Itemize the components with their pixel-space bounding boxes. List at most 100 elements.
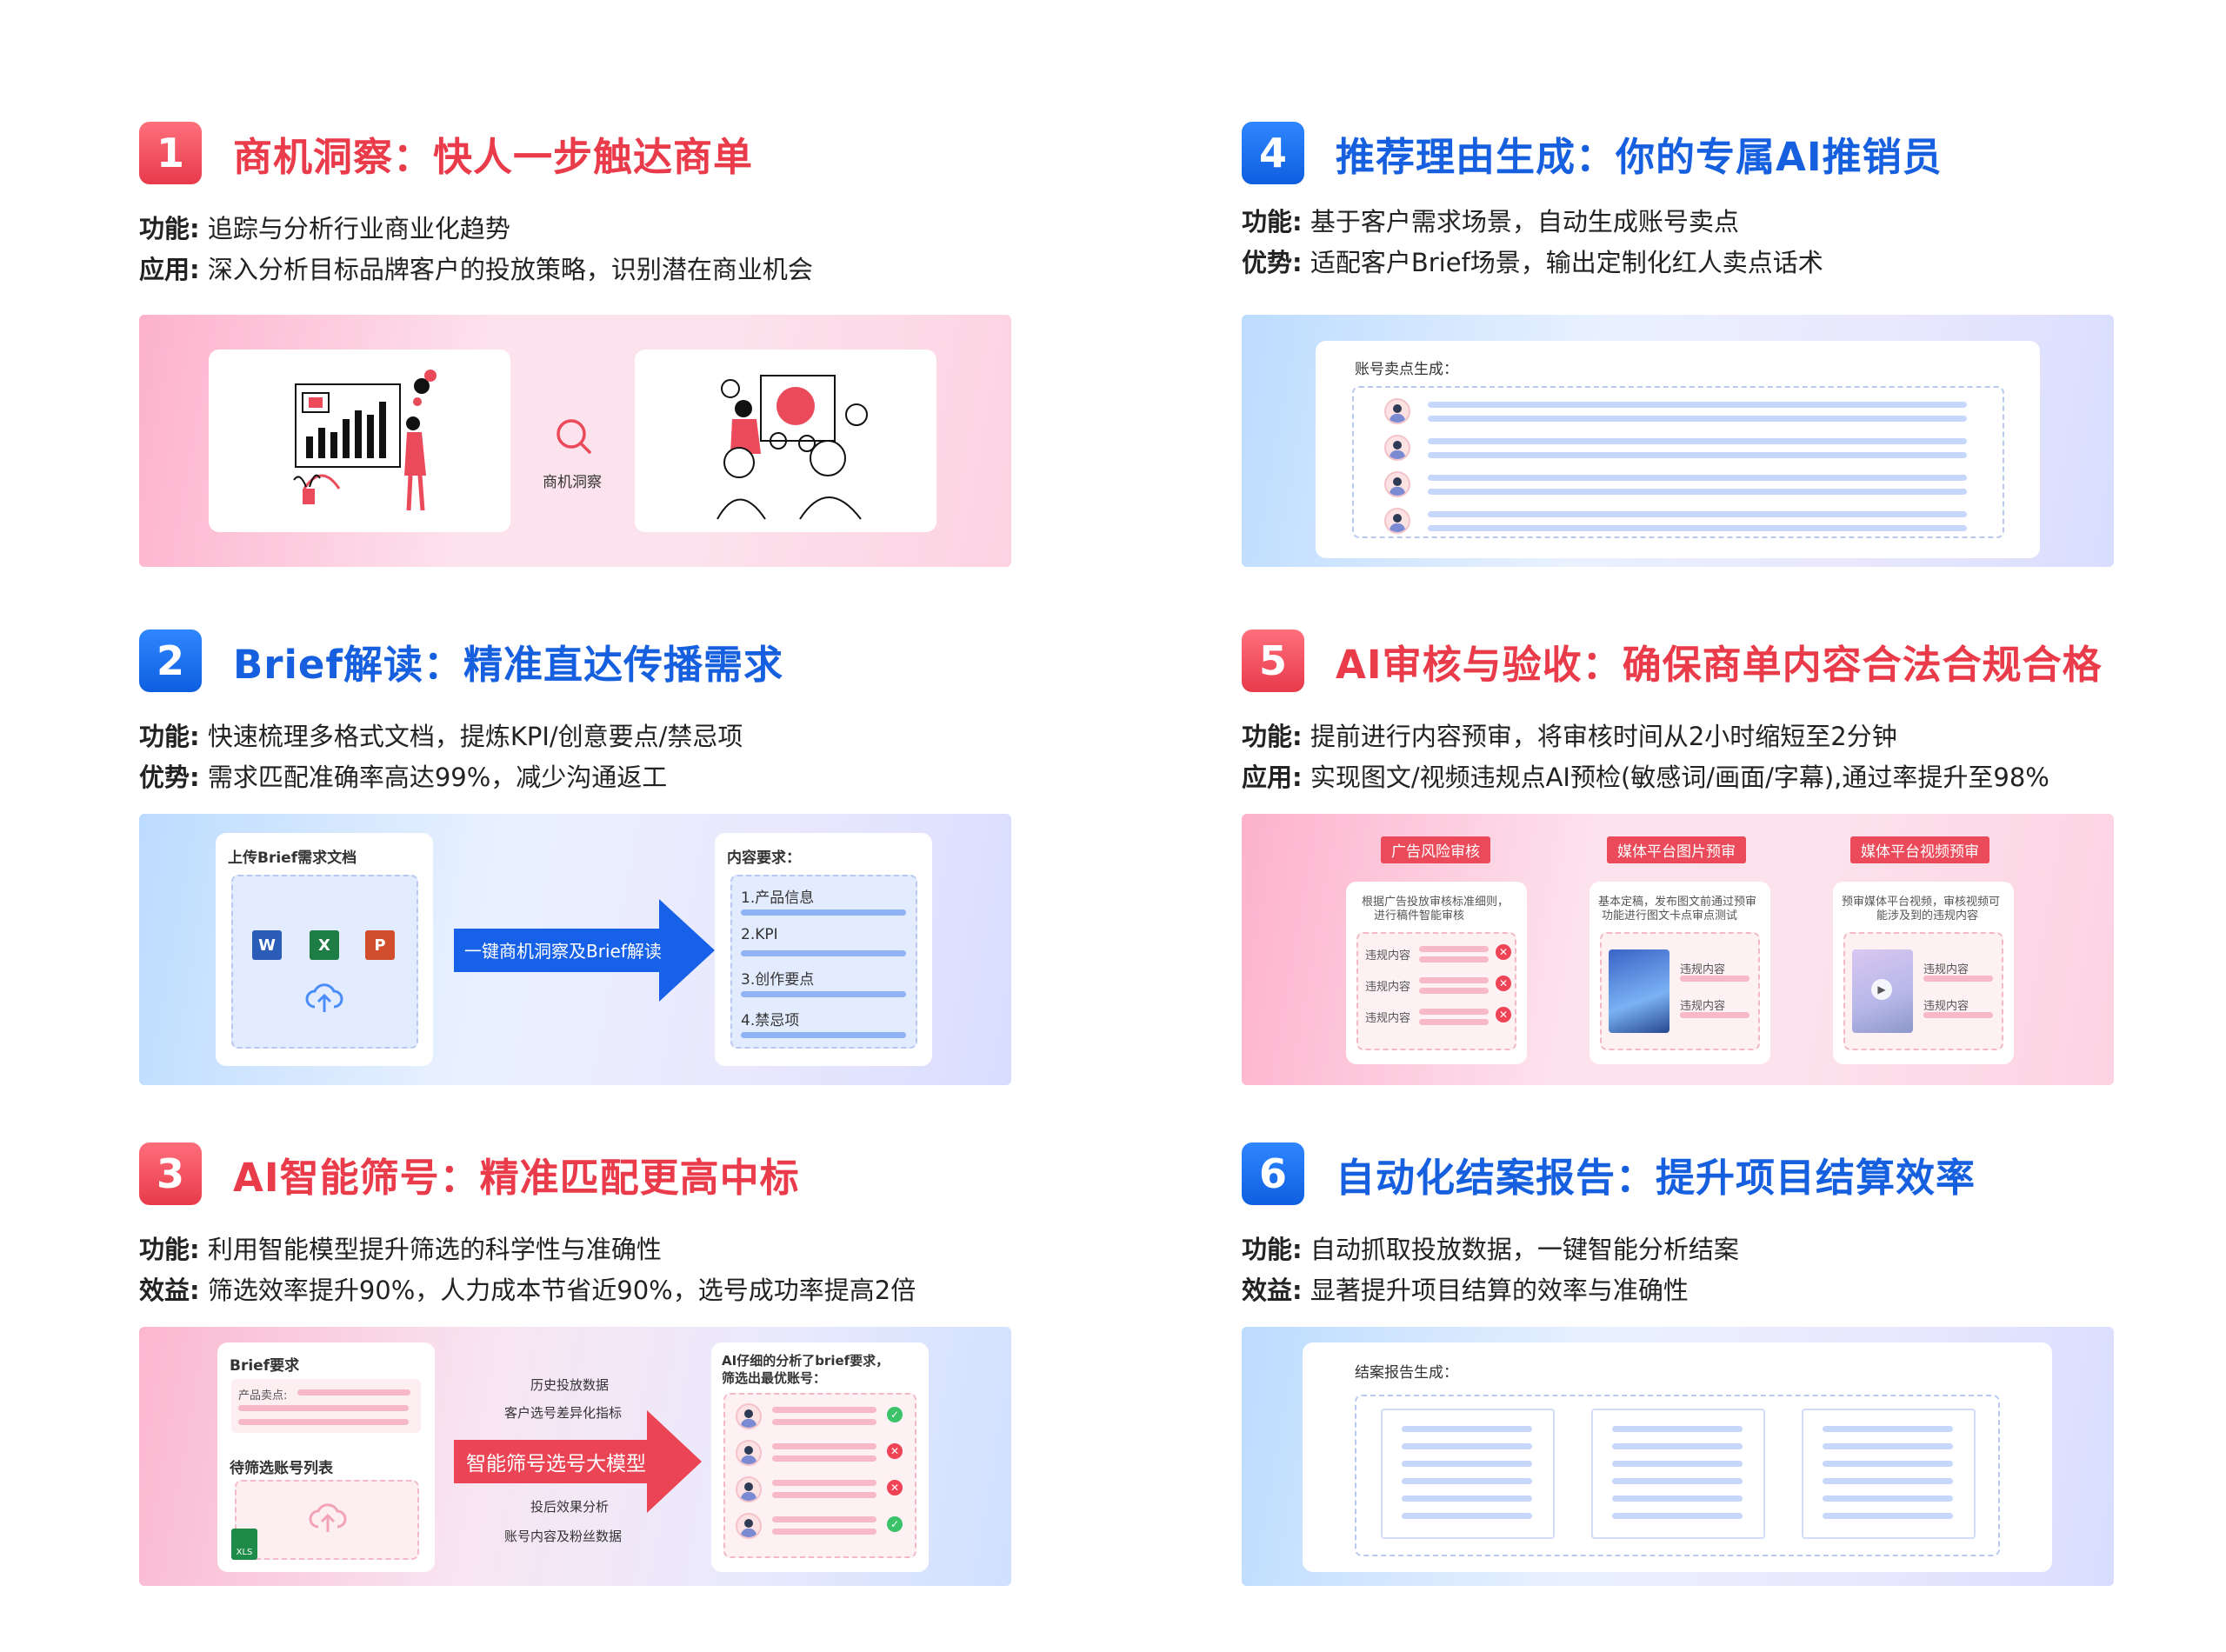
- placeholder-bar: [1923, 1012, 1993, 1018]
- play-icon[interactable]: ▶: [1871, 979, 1892, 1000]
- section-ai-review: 5 AI审核与验收：确保商单内容合法合规合格 功能: 提前进行内容预审，将审核时…: [1242, 629, 2116, 1085]
- feature-value: 提前进行内容预审，将审核时间从2小时缩短至2分钟: [1302, 722, 1897, 751]
- requirements-title: 内容要求：: [727, 849, 801, 867]
- reject-icon: ✕: [1496, 976, 1511, 991]
- cloud-upload-icon[interactable]: [304, 981, 344, 1019]
- account-avatar: [1384, 398, 1410, 424]
- account-avatar: [736, 1476, 762, 1502]
- feature-key: 功能:: [1242, 722, 1303, 751]
- placeholder-bar: [1612, 1495, 1743, 1502]
- advantage-key: 优势:: [139, 763, 200, 792]
- placeholder-bar: [772, 1443, 876, 1449]
- placeholder-bar: [238, 1419, 409, 1425]
- placeholder-bar: [772, 1492, 876, 1498]
- requirements-card: 内容要求： 1.产品信息 2.KPI 3.创作要点 4.禁忌项: [715, 833, 932, 1066]
- placeholder-bar: [772, 1480, 876, 1486]
- advantage-value: 适配客户Brief场景，输出定制化红人卖点话术: [1302, 248, 1823, 277]
- result-list: ✓ ✕ ✕ ✓: [723, 1393, 916, 1558]
- selling-point-card: 账号卖点生成：: [1316, 341, 2040, 558]
- brief-title: Brief要求: [230, 1357, 300, 1375]
- card-desc: 进行稿件智能审核: [1374, 909, 1465, 923]
- arrow-label: 一键商机洞察及Brief解读: [464, 941, 662, 962]
- placeholder-bar: [1680, 1012, 1749, 1018]
- review-tag: 媒体平台图片预审: [1607, 836, 1746, 863]
- application-value: 实现图文/视频违规点AI预检(敏感词/画面/字幕),通过率提升至98%: [1302, 763, 2049, 792]
- section-title: AI审核与验收：确保商单内容合法合规合格: [1336, 641, 2103, 688]
- approve-icon: ✓: [887, 1407, 903, 1422]
- report-page: [1381, 1409, 1555, 1539]
- requirements-list: 1.产品信息 2.KPI 3.创作要点 4.禁忌项: [730, 875, 917, 1049]
- placeholder-bar: [772, 1419, 876, 1425]
- ppt-file-icon: P: [365, 930, 395, 960]
- placeholder-bar: [238, 1405, 409, 1411]
- image-violation-box: 违规内容 违规内容: [1600, 932, 1760, 1050]
- reject-icon: ✕: [887, 1480, 903, 1495]
- feature-key: 功能:: [139, 722, 200, 751]
- placeholder-bar: [297, 1389, 410, 1396]
- card-desc: 能涉及到的违规内容: [1876, 909, 1979, 923]
- sample-image: [1609, 949, 1670, 1033]
- section-heading: 5 AI审核与验收：确保商单内容合法合规合格: [1242, 629, 2116, 692]
- placeholder-bar: [1823, 1495, 1953, 1502]
- feature-key: 功能:: [1242, 207, 1303, 236]
- feature-value: 自动抓取投放数据，一键智能分析结案: [1302, 1235, 1739, 1264]
- requirement-item: 4.禁忌项: [741, 1012, 800, 1029]
- placeholder-bar: [1428, 525, 1967, 531]
- placeholder-bar: [1680, 976, 1749, 982]
- screening-panel: Brief要求 产品卖点: 待筛选账号列表 XLS 历史投放数据 客户选号差异化…: [139, 1327, 1011, 1586]
- advantage-value: 需求匹配准确率高达99%，减少沟通返工: [199, 763, 668, 792]
- application-key: 应用:: [139, 255, 200, 284]
- word-file-icon: W: [252, 930, 282, 960]
- application-key: 应用:: [1242, 763, 1303, 792]
- benefit-value: 筛选效率提升90%，人力成本节省近90%，选号成功率提高2倍: [199, 1276, 916, 1305]
- account-list-box: [1352, 386, 2004, 538]
- team-discussion-illustration: [716, 375, 868, 520]
- advantage-line: 优势: 适配客户Brief场景，输出定制化红人卖点话术: [1242, 243, 2116, 283]
- review-tag: 广告风险审核: [1381, 836, 1490, 863]
- placeholder-bar: [1923, 976, 1993, 982]
- placeholder-bar: [772, 1455, 876, 1462]
- account-avatar: [1384, 471, 1410, 497]
- reject-icon: ✕: [1496, 1007, 1511, 1023]
- input-label: 账号内容及粉丝数据: [504, 1529, 623, 1544]
- placeholder-bar: [1419, 956, 1489, 963]
- chart-illustration-card: [209, 350, 510, 532]
- reject-icon: ✕: [1496, 944, 1511, 960]
- feature-key: 功能:: [1242, 1235, 1303, 1264]
- section-title: Brief解读：精准直达传播需求: [233, 641, 784, 688]
- feature-line: 功能: 基于客户需求场景，自动生成账号卖点: [1242, 202, 2116, 243]
- violation-label: 违规内容: [1680, 1000, 1726, 1013]
- model-arrow: 智能筛号选号大模型: [454, 1410, 702, 1513]
- candidate-upload-box[interactable]: [235, 1480, 419, 1560]
- feature-line: 功能: 自动抓取投放数据，一键智能分析结案: [1242, 1229, 2116, 1270]
- placeholder-bar: [1428, 452, 1967, 458]
- video-violation-box: ▶ 违规内容 违规内容: [1843, 932, 2003, 1050]
- arrow-label: 智能筛号选号大模型: [466, 1453, 646, 1475]
- requirement-item: 2.KPI: [741, 926, 778, 943]
- input-label: 历史投放数据: [530, 1377, 610, 1393]
- section-heading: 6 自动化结案报告：提升项目结算效率: [1242, 1142, 2116, 1205]
- upload-dropzone[interactable]: W X P: [231, 875, 418, 1049]
- report-panel: 结案报告生成：: [1242, 1327, 2114, 1586]
- card-desc: 根据广告投放审核标准细则，: [1362, 896, 1510, 909]
- excel-file-icon: X: [310, 930, 339, 960]
- section-title: AI智能筛号：精准匹配更高中标: [233, 1154, 800, 1201]
- section-title: 自动化结案报告：提升项目结算效率: [1336, 1154, 1976, 1201]
- section-heading: 1 商机洞察：快人一步触达商单: [139, 122, 1013, 184]
- benefit-key: 效益:: [139, 1276, 200, 1305]
- feature-value: 快速梳理多格式文档，提炼KPI/创意要点/禁忌项: [199, 722, 743, 751]
- placeholder-bar: [1402, 1461, 1532, 1467]
- placeholder-bar: [1428, 511, 1967, 517]
- advantage-key: 优势:: [1242, 248, 1303, 277]
- placeholder-bar: [1428, 416, 1967, 422]
- result-card: AI仔细的分析了brief要求， 筛选出最优账号： ✓ ✕ ✕ ✓: [711, 1342, 929, 1572]
- card-title: 账号卖点生成：: [1355, 361, 1458, 378]
- brief-field-label: 产品卖点:: [238, 1389, 288, 1402]
- cloud-upload-icon[interactable]: [308, 1501, 348, 1539]
- placeholder-bar: [1612, 1513, 1743, 1519]
- report-page: [1591, 1409, 1765, 1539]
- search-icon: [555, 417, 593, 459]
- placeholder-bar: [1823, 1461, 1953, 1467]
- selling-point-panel: 账号卖点生成：: [1242, 315, 2114, 567]
- section-ai-screening: 3 AI智能筛号：精准匹配更高中标 功能: 利用智能模型提升筛选的科学性与准确性…: [139, 1142, 1013, 1586]
